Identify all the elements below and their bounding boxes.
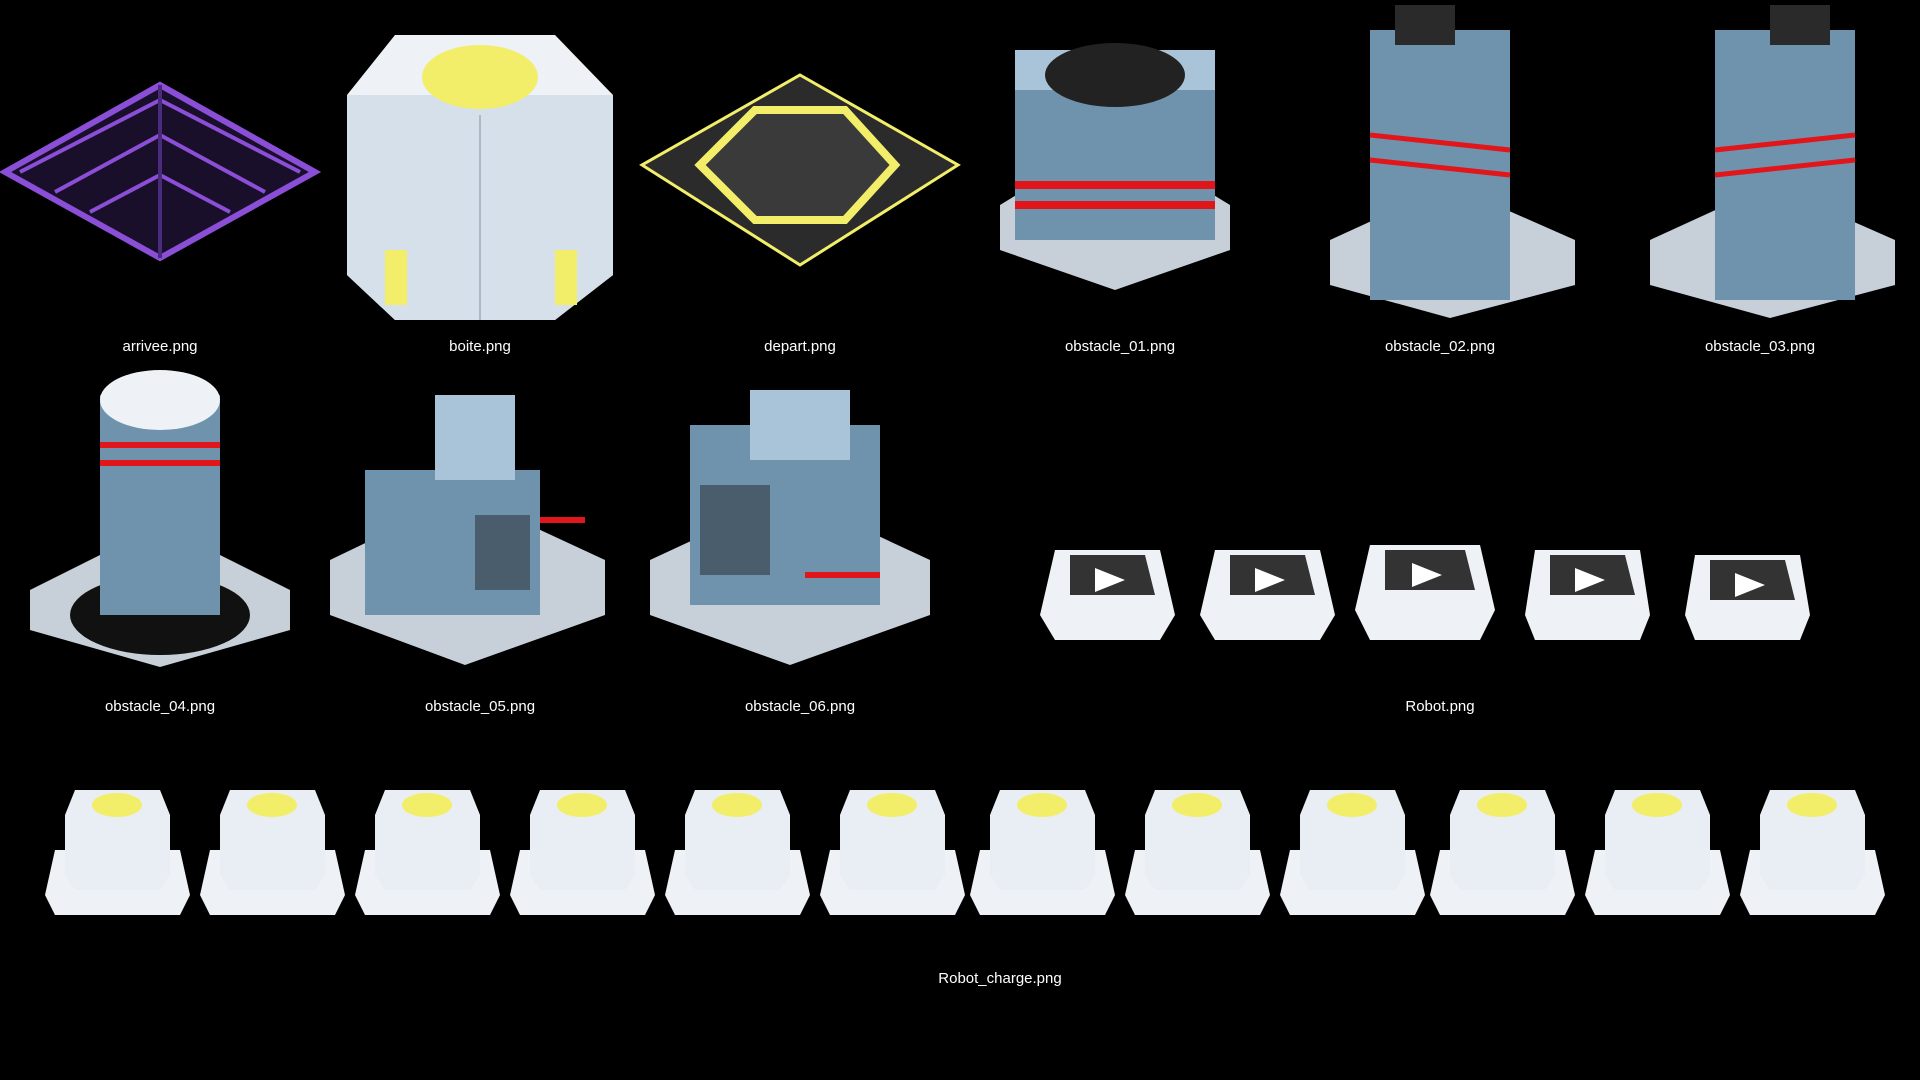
caption-obstacle-02: obstacle_02.png [1384,338,1496,355]
robot-charge-frame [665,790,810,915]
start-pad-sprite [639,73,961,267]
robot-frame [1040,550,1175,640]
machine-obstacle-sprite [330,395,605,665]
caption-obstacle-06: obstacle_06.png [744,698,856,715]
robot-charge-frame [1430,790,1575,915]
robot-charge-frame [1280,790,1425,915]
robot-frame [1525,550,1650,640]
caption-depart: depart.png [764,338,836,355]
fan-box-obstacle-sprite [1000,43,1230,290]
caption-boite: boite.png [449,338,511,355]
robot-charge-frame [200,790,345,915]
robot-frame [1685,555,1810,640]
robot-charge-frame [510,790,655,915]
caption-robot-charge: Robot_charge.png [938,970,1062,987]
robot-frame [1355,545,1495,640]
caption-arrivee: arrivee.png [122,338,198,355]
tank-obstacle-sprite [1330,5,1575,318]
generator-obstacle-sprite [650,390,930,665]
caption-obstacle-05: obstacle_05.png [424,698,536,715]
robot-charge-frame [355,790,500,915]
cylinder-obstacle-sprite [30,370,290,667]
robot-charge-frame [1125,790,1270,915]
arrival-pit-sprite [0,81,322,262]
caption-obstacle-03: obstacle_03.png [1704,338,1816,355]
robot-frame [1200,550,1335,640]
robot-charge-frame [45,790,190,915]
tank-obstacle-mirrored-sprite [1650,5,1895,318]
caption-obstacle-01: obstacle_01.png [1064,338,1176,355]
robot-charge-frame [820,790,965,915]
crate-sprite [347,35,613,320]
robot-charge-frame [1585,790,1730,915]
caption-robot: Robot.png [1405,698,1475,715]
robot-charge-frame [1740,790,1885,915]
caption-obstacle-04: obstacle_04.png [104,698,216,715]
robot-charge-frame [970,790,1115,915]
